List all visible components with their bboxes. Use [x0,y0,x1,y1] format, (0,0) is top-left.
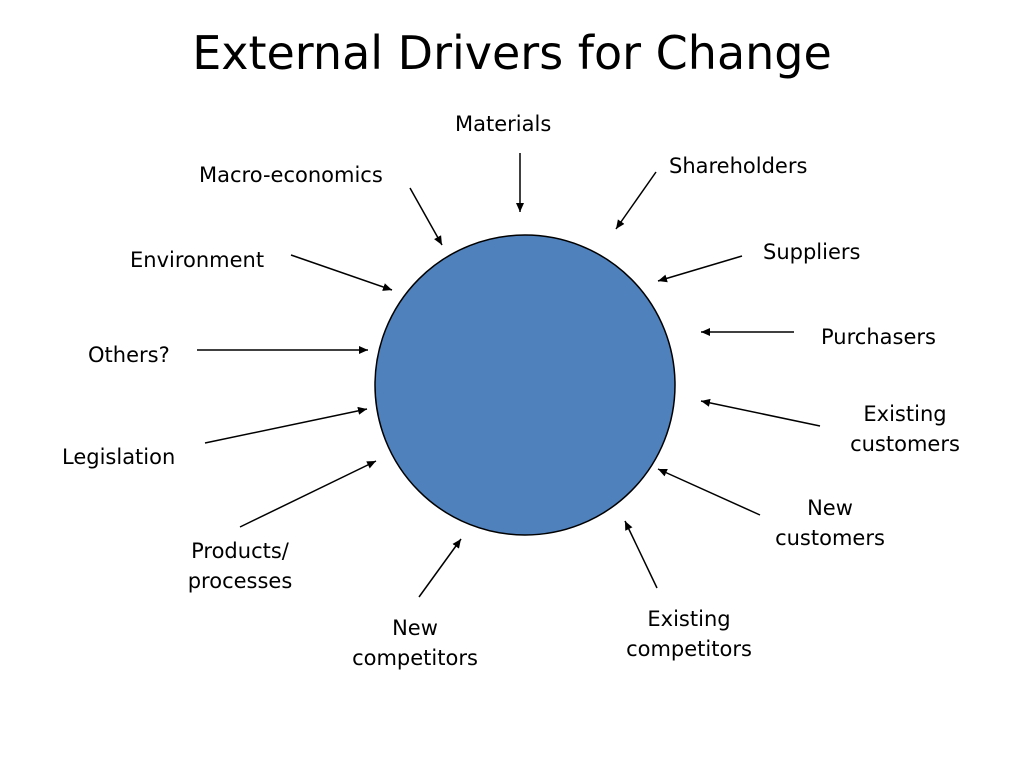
arrow-new-customers [657,468,761,516]
arrow-new-competitors [418,538,462,598]
label-existing-customers-line1: Existing [863,402,947,426]
label-existing-competitors: Existing competitors [609,604,769,664]
label-new-customers-line2: customers [775,526,885,550]
arrow-macro-economics [409,187,443,246]
label-legislation: Legislation [62,445,176,469]
label-new-customers-line1: New [807,496,853,520]
label-new-competitors: New competitors [335,613,495,673]
label-materials: Materials [455,112,552,136]
label-existing-competitors-line2: competitors [626,637,752,661]
label-purchasers: Purchasers [821,325,936,349]
arrow-shareholders [615,171,657,230]
arrow-products-processes [239,460,377,528]
arrow-legislation [204,406,368,444]
label-new-competitors-line2: competitors [352,646,478,670]
arrow-existing-customers [700,398,821,427]
label-products-line2: processes [187,569,293,593]
label-products-line1: Products/ [191,539,289,563]
label-macro-economics: Macro-economics [199,163,383,187]
label-suppliers: Suppliers [763,240,861,264]
slide-title: External Drivers for Change [192,26,832,80]
arrow-environment [290,254,393,291]
label-existing-customers-line2: customers [850,432,960,456]
label-shareholders: Shareholders [669,154,808,178]
label-existing-competitors-line1: Existing [647,607,731,631]
organization-circle [374,234,676,536]
label-new-competitors-line1: New [392,616,438,640]
label-existing-customers: Existing customers [835,399,975,459]
arrow-suppliers [657,255,743,283]
arrow-existing-competitors [624,520,658,589]
label-others: Others? [88,343,170,367]
label-environment: Environment [130,248,265,272]
label-new-customers: New customers [760,493,900,553]
label-products-processes: Products/ processes [170,536,310,596]
